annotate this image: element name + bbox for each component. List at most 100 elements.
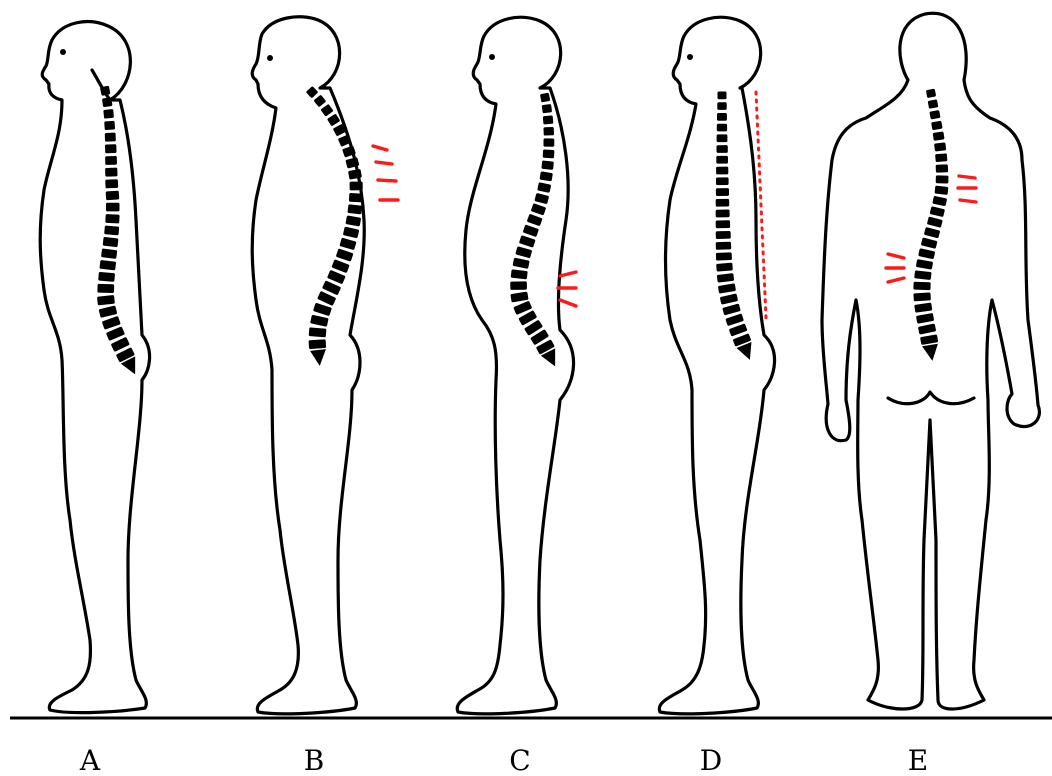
vertebra	[100, 86, 111, 96]
vertebra	[918, 248, 935, 259]
vertebra	[313, 95, 326, 108]
figure-c-strain-marks-icon	[558, 272, 576, 306]
figure-c-silhouette-icon	[457, 17, 573, 714]
vertebra	[716, 188, 729, 196]
vertebra	[510, 291, 528, 302]
coccyx	[737, 342, 758, 363]
vertebra	[928, 99, 939, 108]
vertebra	[716, 209, 730, 217]
vertebra	[347, 204, 362, 214]
figure-c-spine-icon	[510, 92, 562, 370]
vertebra	[930, 206, 945, 217]
vertebra	[716, 199, 730, 207]
vertebra	[543, 138, 554, 146]
vertebra	[309, 327, 327, 337]
figure-label-c: C	[509, 744, 530, 776]
vertebra	[717, 113, 727, 121]
vertebra	[936, 175, 949, 183]
vertebra	[543, 149, 555, 158]
vertebra	[104, 225, 119, 235]
vertebra	[313, 303, 332, 317]
vertebra	[515, 246, 532, 258]
figure-label-b: B	[304, 744, 325, 776]
vertebra	[336, 248, 354, 261]
vertebra	[914, 270, 931, 280]
vertebra	[523, 224, 539, 237]
figure-c	[457, 17, 576, 714]
vertebra	[716, 167, 728, 175]
vertebra	[105, 168, 117, 177]
vertebra	[716, 242, 732, 250]
figure-e-strain-marks-left-icon	[886, 254, 904, 282]
vertebra	[718, 283, 736, 293]
vertebra	[527, 214, 543, 227]
vertebra	[914, 303, 932, 313]
vertebra	[103, 237, 119, 247]
vertebra	[717, 102, 726, 110]
vertebra	[327, 270, 346, 284]
vertebra	[540, 93, 550, 103]
figure-e-strain-marks-right-icon	[958, 176, 976, 202]
vertebra	[534, 193, 549, 204]
figure-b	[252, 17, 398, 714]
figure-d-spine-icon	[716, 90, 758, 363]
figure-c-eye-icon	[489, 54, 495, 60]
vertebra	[97, 295, 115, 305]
vertebra	[924, 227, 940, 238]
vertebra	[99, 260, 116, 270]
figure-label-d: D	[700, 744, 722, 776]
vertebra	[716, 231, 731, 239]
vertebra	[913, 292, 931, 301]
vertebra	[716, 252, 732, 260]
vertebra	[716, 145, 727, 153]
vertebra	[345, 215, 361, 226]
vertebra	[926, 89, 936, 98]
vertebra	[931, 121, 942, 130]
vertebra	[327, 114, 340, 127]
coccyx	[310, 349, 328, 367]
vertebra	[717, 134, 728, 142]
figure-label-e: E	[908, 744, 928, 776]
vertebra	[717, 273, 734, 283]
vertebra	[105, 144, 117, 153]
vertebra	[349, 193, 363, 202]
vertebra	[306, 86, 319, 99]
vertebra	[104, 121, 115, 130]
vertebra	[339, 238, 356, 251]
figure-a-ear-icon	[92, 70, 110, 100]
figure-b-silhouette-icon	[252, 17, 364, 714]
vertebra	[916, 259, 933, 270]
vertebra	[320, 104, 333, 117]
vertebra	[511, 269, 528, 279]
vertebra	[519, 235, 536, 248]
vertebra	[725, 313, 744, 326]
vertebra	[920, 334, 938, 345]
vertebra	[543, 127, 554, 136]
figure-d-eye-icon	[687, 54, 693, 60]
vertebra	[540, 171, 553, 181]
figure-b-eye-icon	[267, 55, 273, 61]
vertebra	[102, 316, 121, 330]
vertebra	[99, 305, 118, 318]
vertebra	[106, 203, 120, 212]
figure-d-silhouette-icon	[659, 17, 774, 714]
vertebra	[716, 263, 733, 272]
vertebra	[343, 227, 359, 239]
vertebra	[105, 133, 116, 142]
vertebra	[718, 92, 727, 100]
vertebra	[918, 324, 936, 335]
figure-b-strain-marks-icon	[373, 146, 398, 200]
figure-e-buttocks-icon	[888, 392, 974, 404]
figure-label-a: A	[79, 744, 101, 776]
figure-e-spine-icon	[913, 88, 948, 362]
figure-e	[822, 13, 1039, 709]
figure-a	[40, 22, 149, 713]
vertebra	[921, 237, 938, 248]
vertebra	[105, 214, 119, 223]
vertebra	[543, 115, 554, 124]
figure-d	[659, 17, 774, 714]
coccyx	[922, 344, 940, 362]
vertebra	[537, 182, 551, 193]
vertebra	[729, 323, 748, 336]
